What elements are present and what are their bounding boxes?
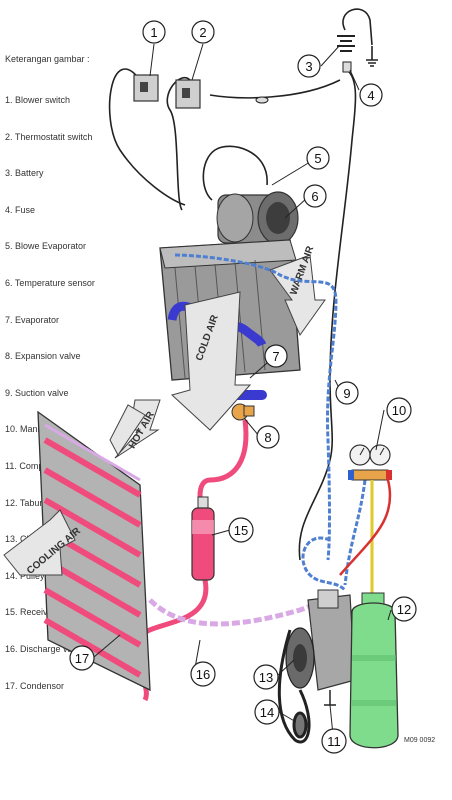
legend-item: 7. Evaporator: [5, 314, 60, 325]
callout-number: 14: [260, 705, 274, 720]
callout-15: 15: [228, 517, 254, 543]
battery: [337, 35, 355, 52]
callout-number: 13: [259, 670, 273, 685]
callout-number: 8: [264, 430, 271, 445]
legend-item: 3. Battery: [5, 168, 44, 179]
legend-title: Keterangan gambar :: [5, 54, 90, 64]
callout-3: 3: [297, 54, 321, 78]
legend-item: 1. Blower switch: [5, 95, 71, 105]
callout-10: 10: [386, 397, 412, 423]
callout-number: 12: [397, 602, 411, 617]
legend-item: 14. Pulley: [5, 570, 45, 581]
expansion-valve: [231, 403, 255, 421]
callout-4: 4: [359, 83, 383, 107]
callout-number: 1: [150, 25, 157, 40]
callout-2: 2: [191, 20, 215, 44]
figure-code: M09 0092: [404, 737, 436, 744]
callout-number: 11: [327, 734, 341, 749]
low-pressure-line: [174, 253, 367, 592]
legend-item: 10. Manifold: [5, 424, 55, 435]
manifold-gauge: [339, 444, 392, 600]
electrical-wiring: [108, 8, 378, 561]
callout-5: 5: [306, 146, 330, 170]
callout-16: 16: [190, 661, 216, 687]
callout-number: 15: [234, 523, 248, 538]
legend-item: 15. Receiver dryer: [5, 607, 79, 618]
callout-number: 9: [343, 386, 350, 401]
hot-air-arrow: HOT AIR: [109, 399, 161, 459]
callout-number: 10: [392, 403, 406, 418]
callout-17: 17: [69, 645, 95, 671]
legend-item: 9. Suction valve: [5, 387, 69, 398]
callout-1: 1: [142, 20, 166, 44]
callout-number: 2: [199, 25, 206, 40]
legend-item: 16. Discharge valve: [5, 643, 85, 654]
legend-item: 17. Condensor: [5, 680, 65, 691]
compressor: [307, 589, 356, 706]
legend-item: 6. Temperature sensor: [5, 277, 95, 288]
clutch: [285, 627, 315, 689]
legend-item: 4. Fuse: [5, 204, 36, 215]
thermostatic-switch: [175, 79, 201, 109]
condenser: [37, 410, 151, 692]
callout-7: 7: [264, 344, 288, 368]
blower-switch: [133, 74, 159, 102]
callout-11: 11: [321, 728, 347, 754]
legend-item: 8. Expansion valve: [5, 351, 81, 362]
callout-6: 6: [303, 184, 327, 208]
fuse: [255, 61, 352, 104]
callout-14: 14: [254, 699, 280, 725]
legend-item: 5. Blowe Evaporator: [5, 241, 87, 252]
callout-number: 16: [196, 667, 210, 682]
callout-8: 8: [256, 425, 280, 449]
cold-air-arrow: COLD AIR: [171, 291, 252, 431]
callout-number: 7: [272, 349, 279, 364]
callout-leaders: [93, 43, 392, 736]
callout-number: 6: [311, 189, 318, 204]
refrigerant-tank: [349, 592, 399, 749]
callout-number: 3: [305, 59, 312, 74]
callout-13: 13: [253, 664, 279, 690]
evaporator-blower: [216, 191, 299, 245]
legend-item: 2. Thermostatit switch: [5, 131, 93, 142]
callout-number: 17: [75, 651, 89, 666]
callout-number: 5: [314, 151, 321, 166]
callout-9: 9: [335, 381, 359, 405]
callouts: 1 2 3 4 5 6 7 8 9 10 11 12 13 14 15 16 1…: [69, 20, 417, 754]
callout-number: 4: [367, 88, 374, 103]
receiver-dryer: [191, 496, 215, 581]
legend-item: 11. Compressor: [5, 460, 69, 471]
pulley-belt: [277, 629, 311, 744]
callout-12: 12: [391, 596, 417, 622]
